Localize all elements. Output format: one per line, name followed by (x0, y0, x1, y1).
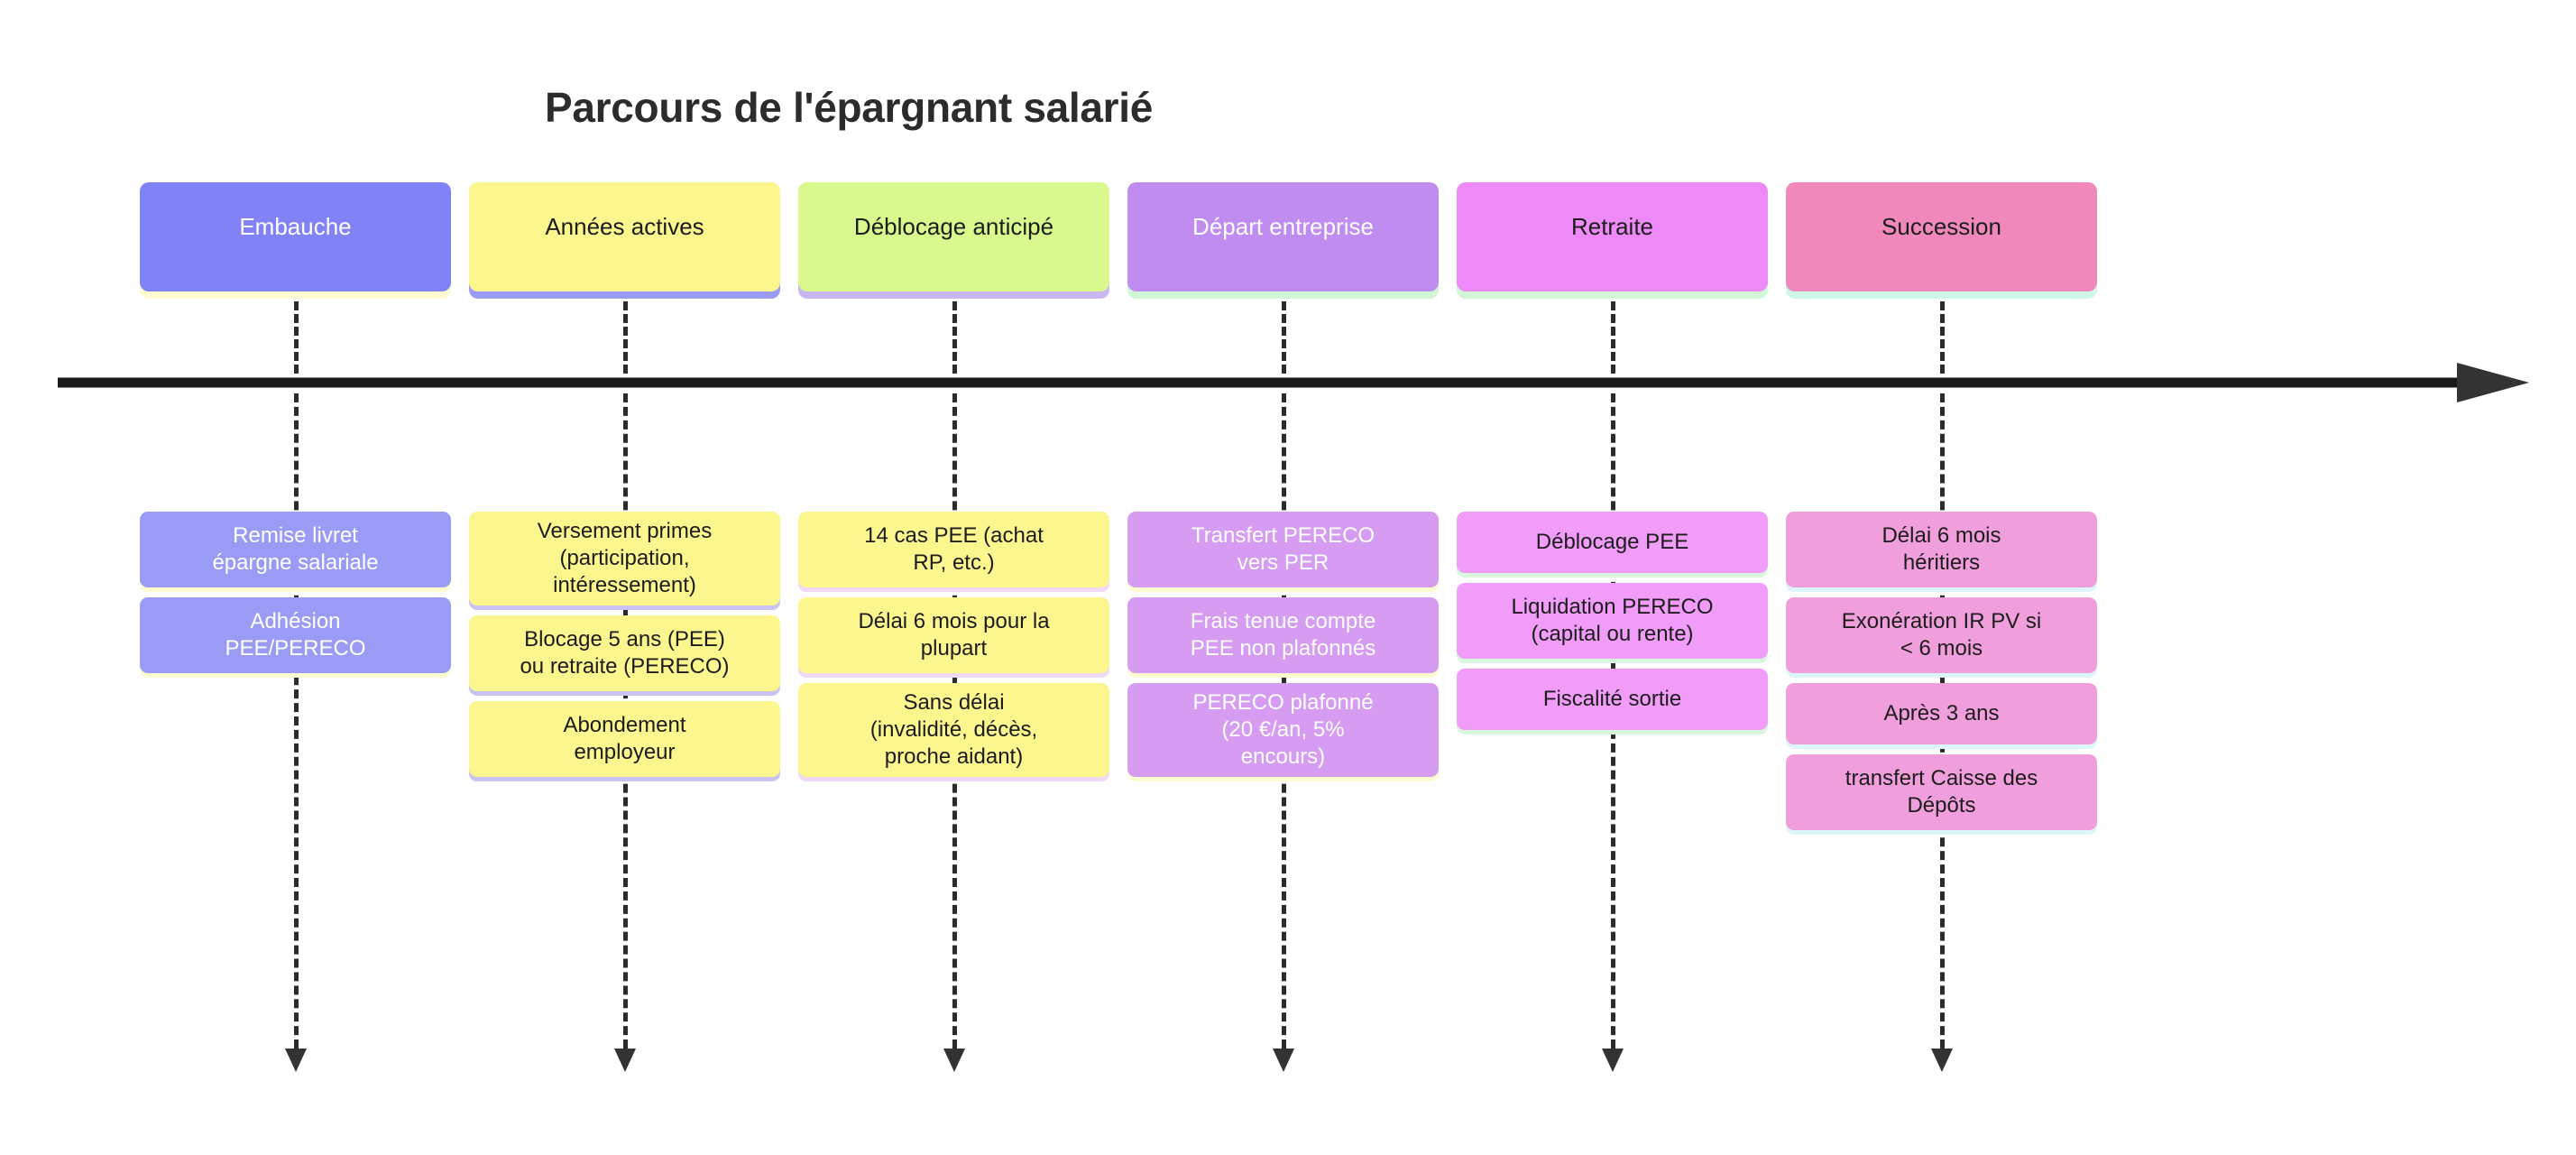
detail-stack-deblocage-anticipe: 14 cas PEE (achat RP, etc.) Délai 6 mois … (798, 512, 1109, 787)
detail-card-body-deblocage-anticipe-0[interactable]: 14 cas PEE (achat RP, etc.) (798, 512, 1109, 587)
detail-card-body-succession-1[interactable]: Exonération IR PV si < 6 mois (1786, 597, 2097, 673)
dashed-connector-bottom-embauche (293, 393, 299, 1049)
dashed-connector-top-deblocage-anticipe (952, 289, 957, 374)
detail-card-succession-3[interactable]: transfert Caisse des Dépôts (1786, 754, 2097, 835)
dashed-connector-top-annees-actives (622, 289, 628, 374)
phase-header-label-deblocage-anticipe: Déblocage anticipé (853, 213, 1054, 240)
dashed-arrowhead-retraite (1601, 1049, 1624, 1072)
detail-card-label-depart-entreprise-0: Transfert PERECO vers PER (1191, 523, 1375, 575)
detail-card-embauche-0[interactable]: Remise livret épargne salariale (140, 512, 451, 592)
dashed-connector-top-embauche (293, 289, 299, 374)
detail-card-succession-1[interactable]: Exonération IR PV si < 6 mois (1786, 597, 2097, 678)
detail-card-label-annees-actives-1: Blocage 5 ans (PEE) ou retraite (PERECO) (520, 627, 730, 679)
phase-header-label-embauche: Embauche (239, 213, 352, 240)
dashed-connector-top-retraite (1610, 289, 1615, 374)
phase-header-label-succession: Succession (1881, 213, 2001, 240)
detail-card-label-deblocage-anticipe-2: Sans délai (invalidité, décès, proche ai… (869, 690, 1038, 769)
detail-card-label-annees-actives-2: Abondement employeur (563, 713, 686, 764)
detail-card-embauche-1[interactable]: Adhésion PEE/PERECO (140, 597, 451, 678)
detail-card-retraite-2[interactable]: Fiscalité sortie (1457, 669, 1768, 735)
detail-card-label-succession-1: Exonération IR PV si < 6 mois (1841, 609, 2042, 661)
detail-card-body-embauche-1[interactable]: Adhésion PEE/PERECO (140, 597, 451, 673)
phase-header-deblocage-anticipe[interactable]: Déblocage anticipé (798, 182, 1109, 299)
phase-header-embauche[interactable]: Embauche (140, 182, 451, 299)
detail-card-label-deblocage-anticipe-1: Délai 6 mois pour la plupart (858, 609, 1050, 661)
detail-stack-depart-entreprise: Transfert PERECO vers PER Frais tenue com… (1127, 512, 1439, 787)
detail-card-label-succession-2: Après 3 ans (1883, 701, 2000, 725)
detail-card-body-embauche-0[interactable]: Remise livret épargne salariale (140, 512, 451, 587)
detail-card-body-annees-actives-0[interactable]: Versement primes (participation, intéres… (469, 512, 780, 605)
detail-card-annees-actives-1[interactable]: Blocage 5 ans (PEE) ou retraite (PERECO) (469, 615, 780, 696)
detail-card-retraite-0[interactable]: Déblocage PEE (1457, 512, 1768, 578)
detail-card-deblocage-anticipe-0[interactable]: 14 cas PEE (achat RP, etc.) (798, 512, 1109, 592)
phase-header-card-embauche[interactable]: Embauche (140, 182, 451, 291)
phase-header-label-depart-entreprise: Départ entreprise (1192, 213, 1374, 240)
detail-card-succession-2[interactable]: Après 3 ans (1786, 683, 2097, 749)
phase-header-depart-entreprise[interactable]: Départ entreprise (1127, 182, 1439, 299)
detail-card-depart-entreprise-0[interactable]: Transfert PERECO vers PER (1127, 512, 1439, 592)
detail-card-label-embauche-1: Adhésion PEE/PERECO (225, 609, 366, 661)
phase-header-card-retraite[interactable]: Retraite (1457, 182, 1768, 291)
dashed-arrowhead-depart-entreprise (1272, 1049, 1294, 1072)
detail-card-body-retraite-1[interactable]: Liquidation PERECO (capital ou rente) (1457, 583, 1768, 659)
detail-card-body-succession-3[interactable]: transfert Caisse des Dépôts (1786, 754, 2097, 830)
detail-stack-retraite: Déblocage PEE Liquidation PERECO (capital… (1457, 512, 1768, 740)
detail-card-label-succession-3: transfert Caisse des Dépôts (1845, 766, 2038, 818)
detail-card-depart-entreprise-2[interactable]: PERECO plafonné (20 €/an, 5% encours) (1127, 683, 1439, 781)
detail-card-label-annees-actives-0: Versement primes (participation, intéres… (537, 519, 713, 597)
detail-card-label-retraite-2: Fiscalité sortie (1542, 687, 1682, 711)
detail-card-body-deblocage-anticipe-2[interactable]: Sans délai (invalidité, décès, proche ai… (798, 683, 1109, 777)
detail-card-body-succession-0[interactable]: Délai 6 mois héritiers (1786, 512, 2097, 587)
detail-card-body-annees-actives-2[interactable]: Abondement employeur (469, 701, 780, 777)
phase-header-card-deblocage-anticipe[interactable]: Déblocage anticipé (798, 182, 1109, 291)
phase-header-succession[interactable]: Succession (1786, 182, 2097, 299)
phase-header-label-retraite: Retraite (1570, 213, 1654, 240)
detail-card-annees-actives-2[interactable]: Abondement employeur (469, 701, 780, 781)
detail-card-succession-0[interactable]: Délai 6 mois héritiers (1786, 512, 2097, 592)
detail-card-body-succession-2[interactable]: Après 3 ans (1786, 683, 2097, 744)
dashed-connector-top-depart-entreprise (1281, 289, 1286, 374)
detail-card-body-retraite-2[interactable]: Fiscalité sortie (1457, 669, 1768, 730)
phase-header-card-depart-entreprise[interactable]: Départ entreprise (1127, 182, 1439, 291)
detail-card-depart-entreprise-1[interactable]: Frais tenue compte PEE non plafonnés (1127, 597, 1439, 678)
main-timeline-arrow (58, 363, 2529, 402)
detail-card-body-deblocage-anticipe-1[interactable]: Délai 6 mois pour la plupart (798, 597, 1109, 673)
detail-stack-annees-actives: Versement primes (participation, intéres… (469, 512, 780, 787)
dashed-arrowhead-succession (1930, 1049, 1953, 1072)
page-title: Parcours de l'épargnant salarié (545, 84, 1154, 131)
detail-card-label-embauche-0: Remise livret épargne salariale (212, 523, 379, 575)
detail-card-body-retraite-0[interactable]: Déblocage PEE (1457, 512, 1768, 573)
detail-card-label-depart-entreprise-2: PERECO plafonné (20 €/an, 5% encours) (1192, 690, 1374, 769)
detail-card-body-annees-actives-1[interactable]: Blocage 5 ans (PEE) ou retraite (PERECO) (469, 615, 780, 691)
detail-card-label-deblocage-anticipe-0: 14 cas PEE (achat RP, etc.) (864, 523, 1044, 575)
detail-card-body-depart-entreprise-0[interactable]: Transfert PERECO vers PER (1127, 512, 1439, 587)
detail-card-annees-actives-0[interactable]: Versement primes (participation, intéres… (469, 512, 780, 610)
detail-card-retraite-1[interactable]: Liquidation PERECO (capital ou rente) (1457, 583, 1768, 663)
phase-header-label-annees-actives: Années actives (545, 213, 704, 240)
detail-card-body-depart-entreprise-2[interactable]: PERECO plafonné (20 €/an, 5% encours) (1127, 683, 1439, 777)
detail-card-body-depart-entreprise-1[interactable]: Frais tenue compte PEE non plafonnés (1127, 597, 1439, 673)
detail-card-label-succession-0: Délai 6 mois héritiers (1881, 523, 2001, 575)
phase-header-card-annees-actives[interactable]: Années actives (469, 182, 780, 291)
dashed-arrowhead-annees-actives (613, 1049, 636, 1072)
detail-card-deblocage-anticipe-1[interactable]: Délai 6 mois pour la plupart (798, 597, 1109, 678)
dashed-arrowhead-embauche (284, 1049, 307, 1072)
phase-header-card-succession[interactable]: Succession (1786, 182, 2097, 291)
detail-card-deblocage-anticipe-2[interactable]: Sans délai (invalidité, décès, proche ai… (798, 683, 1109, 781)
detail-card-label-retraite-0: Déblocage PEE (1535, 530, 1689, 554)
dashed-arrowhead-deblocage-anticipe (943, 1049, 965, 1072)
detail-card-label-depart-entreprise-1: Frais tenue compte PEE non plafonnés (1190, 609, 1376, 661)
phase-header-annees-actives[interactable]: Années actives (469, 182, 780, 299)
detail-card-label-retraite-1: Liquidation PERECO (capital ou rente) (1511, 595, 1714, 646)
dashed-connector-top-succession (1939, 289, 1945, 374)
phase-header-retraite[interactable]: Retraite (1457, 182, 1768, 299)
